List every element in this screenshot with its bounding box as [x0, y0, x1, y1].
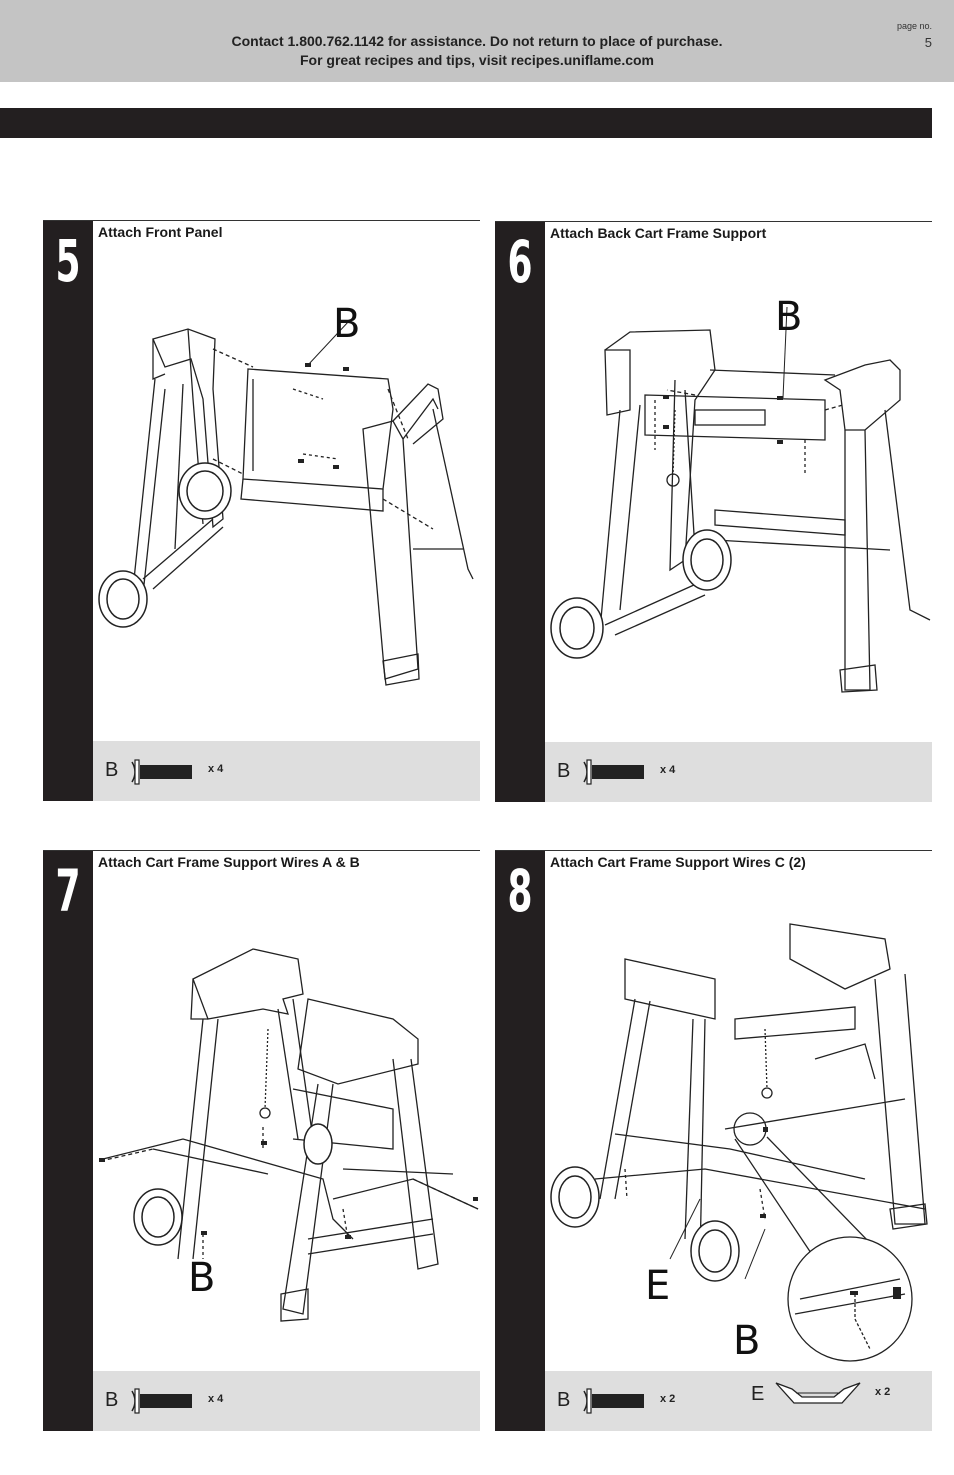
- callout-letter: B: [775, 294, 802, 340]
- back-support-illustration: B: [550, 294, 931, 693]
- step-title: Attach Front Panel: [98, 224, 223, 240]
- step-title: Attach Cart Frame Support Wires A & B: [98, 854, 360, 870]
- callout-letter-b: B: [733, 1318, 760, 1364]
- step-number: 8: [507, 857, 533, 925]
- callout-letter: B: [333, 301, 360, 347]
- step-number: 5: [55, 227, 81, 295]
- assistance-line: Contact 1.800.762.1142 for assistance. D…: [231, 33, 723, 49]
- callout-letter-e: E: [645, 1263, 670, 1309]
- section-bar: [0, 108, 932, 138]
- bolt-icon: [583, 1388, 644, 1414]
- hardware-box: B x 4: [93, 1371, 480, 1431]
- part-quantity: x 4: [208, 763, 224, 775]
- step-number: 7: [55, 857, 81, 925]
- step-7-panel: 7 Attach Cart Frame Support Wires A & B: [43, 850, 480, 1431]
- step-title: Attach Cart Frame Support Wires C (2): [550, 854, 806, 870]
- step-title: Attach Back Cart Frame Support: [550, 225, 767, 241]
- part-letter-e: E: [751, 1383, 765, 1405]
- step-8-panel: 8 Attach Cart Frame Support Wires C (2): [495, 850, 932, 1431]
- page-number-label: page no.: [896, 21, 932, 31]
- part-letter: B: [557, 760, 571, 782]
- callout-letter: B: [188, 1255, 215, 1301]
- part-quantity: x 4: [660, 764, 676, 776]
- page-number: 5: [924, 35, 932, 50]
- support-wires-ab-illustration: B: [99, 948, 479, 1322]
- step-number-column: 7: [43, 851, 93, 1431]
- page-header: Contact 1.800.762.1142 for assistance. D…: [0, 0, 954, 82]
- hardware-box: B x 4: [93, 741, 480, 801]
- clip-icon: [775, 1382, 861, 1404]
- part-quantity-b: x 2: [660, 1393, 676, 1405]
- bolt-icon: [583, 759, 644, 785]
- step-number-column: 5: [43, 221, 93, 801]
- step-number-column: 6: [495, 222, 545, 802]
- hardware-box: B x 2 E x 2: [545, 1371, 932, 1431]
- step-6-panel: 6 Attach Back Cart Frame Support: [495, 221, 932, 802]
- part-letter: B: [105, 1389, 119, 1411]
- bolt-icon: [131, 759, 192, 785]
- support-wires-c-illustration: E B: [550, 923, 928, 1364]
- front-panel-illustration: B: [98, 301, 474, 686]
- bolt-icon: [131, 1388, 192, 1414]
- recipes-line: For great recipes and tips, visit recipe…: [299, 52, 654, 68]
- part-letter-b: B: [557, 1389, 571, 1411]
- part-letter: B: [105, 759, 119, 781]
- step-5-panel: 5 Attach Front Panel: [43, 220, 480, 801]
- part-quantity-e: x 2: [875, 1386, 891, 1398]
- step-number: 6: [507, 228, 533, 296]
- part-quantity: x 4: [208, 1393, 224, 1405]
- step-number-column: 8: [495, 851, 545, 1431]
- hardware-box: B x 4: [545, 742, 932, 802]
